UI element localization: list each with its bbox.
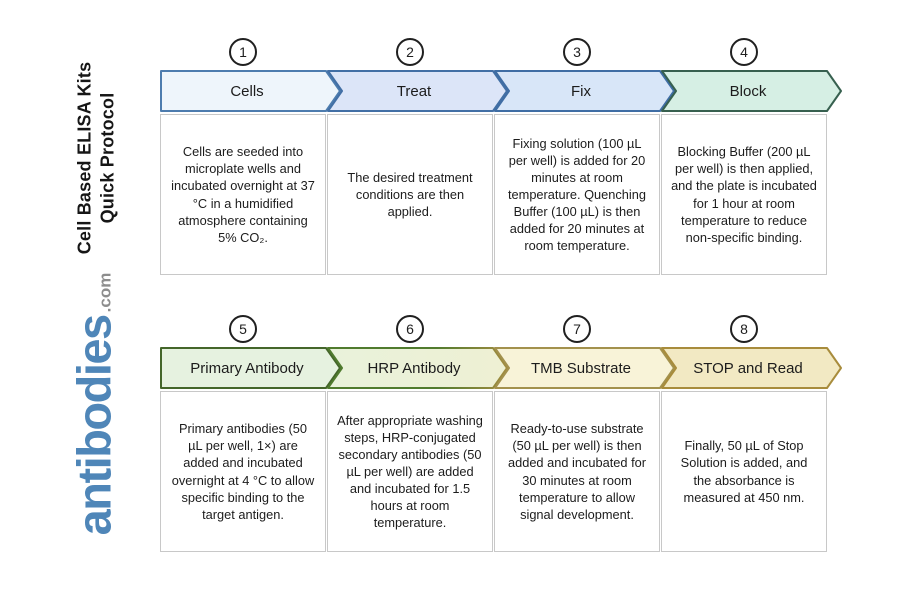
step-number: 1 — [239, 44, 247, 60]
step-number: 5 — [239, 321, 247, 337]
step-number-badge: 4 — [730, 38, 758, 66]
step-description: Blocking Buffer (200 µL per well) is the… — [671, 144, 817, 245]
brand-logo-text: antibodies — [67, 315, 121, 536]
brand-logo: antibodies.com — [67, 273, 122, 536]
step-description: Fixing solution (100 µL per well) is add… — [507, 135, 646, 254]
step-description: Primary antibodies (50 µL per well, 1×) … — [171, 421, 315, 522]
step-description-box: Primary antibodies (50 µL per well, 1×) … — [160, 391, 326, 552]
step-description: Ready-to-use substrate (50 µL per well) … — [507, 421, 647, 522]
chevron-arrow-shape — [494, 347, 675, 389]
step-4-block: 4 Block Blocking Buffer (200 µL per well… — [661, 38, 842, 276]
step-title: Fix — [571, 82, 591, 100]
step-number-badge: 6 — [396, 315, 424, 343]
step-number-badge: 3 — [563, 38, 591, 66]
step-number-badge: 8 — [730, 315, 758, 343]
chevron-arrow-shape — [661, 70, 842, 112]
brand-logo-suffix: .com — [95, 272, 115, 313]
chevron-arrow: Cells — [160, 70, 341, 112]
chevron-arrow: Block — [661, 70, 842, 112]
chevron-arrow: Treat — [327, 70, 508, 112]
chevron-arrow: TMB Substrate — [494, 347, 675, 389]
step-title: Block — [729, 82, 767, 100]
page-title-line2: Quick Protocol — [98, 92, 118, 224]
step-number: 4 — [740, 44, 748, 60]
step-number-badge: 2 — [396, 38, 424, 66]
step-6-hrp-antibody: 6 HRP Antibody Aft — [327, 315, 508, 553]
step-description-box: Fixing solution (100 µL per well) is add… — [494, 114, 660, 275]
chevron-arrow-shape — [327, 70, 508, 112]
step-description: After appropriate washing steps, HRP-con… — [337, 412, 483, 531]
step-number: 3 — [573, 44, 581, 60]
chevron-arrow: Fix — [494, 70, 675, 112]
chevron-arrow: Primary Antibody — [160, 347, 341, 389]
step-description: Finally, 50 µL of Stop Solution is added… — [680, 438, 808, 505]
step-description: Cells are seeded into microplate wells a… — [171, 144, 315, 245]
chevron-arrow: STOP and Read — [661, 347, 842, 389]
chevron-arrow-shape — [160, 347, 341, 389]
chevron-arrow-shape — [661, 347, 842, 389]
chevron-arrow: HRP Antibody — [327, 347, 508, 389]
step-description-box: After appropriate washing steps, HRP-con… — [327, 391, 493, 552]
step-number-badge: 7 — [563, 315, 591, 343]
page-title: Cell Based ELISA Kits Quick Protocol — [74, 62, 121, 255]
chevron-arrow-shape — [160, 70, 341, 112]
step-number: 8 — [740, 321, 748, 337]
chevron-arrow-shape — [494, 70, 675, 112]
step-description-box: The desired treatment conditions are the… — [327, 114, 493, 275]
step-description-box: Blocking Buffer (200 µL per well) is the… — [661, 114, 827, 275]
step-3-fix: 3 Fix Fixing solution (100 µL per well) … — [494, 38, 675, 276]
step-description-box: Ready-to-use substrate (50 µL per well) … — [494, 391, 660, 552]
step-title: Primary Antibody — [190, 359, 304, 377]
step-number: 7 — [573, 321, 581, 337]
page-title-line1: Cell Based ELISA Kits — [74, 61, 95, 255]
step-7-tmb-substrate: 7 TMB Substrate Ready-to-use substrate (… — [494, 315, 675, 553]
chevron-arrow-shape — [327, 347, 508, 389]
step-description: The desired treatment conditions are the… — [347, 169, 473, 220]
step-number-badge: 1 — [229, 38, 257, 66]
step-2-treat: 2 Treat The desired treatment conditions… — [327, 38, 508, 276]
step-title: TMB Substrate — [530, 359, 632, 377]
step-title: Treat — [396, 82, 432, 100]
step-description-box: Cells are seeded into microplate wells a… — [160, 114, 326, 275]
step-title: STOP and Read — [693, 359, 803, 377]
step-description-box: Finally, 50 µL of Stop Solution is added… — [661, 391, 827, 552]
step-title: Cells — [230, 82, 264, 100]
step-1-cells: 1 Cells Cells are seeded into microplate… — [160, 38, 341, 276]
step-5-primary-antibody: 5 Primary Antibody Primary antibodies (5… — [160, 315, 341, 553]
step-8-stop-and-read: 8 STOP and Read Finally, 50 µL of Stop S… — [661, 315, 842, 553]
step-number-badge: 5 — [229, 315, 257, 343]
step-title: HRP Antibody — [367, 359, 461, 377]
step-number: 6 — [406, 321, 414, 337]
step-number: 2 — [406, 44, 414, 60]
